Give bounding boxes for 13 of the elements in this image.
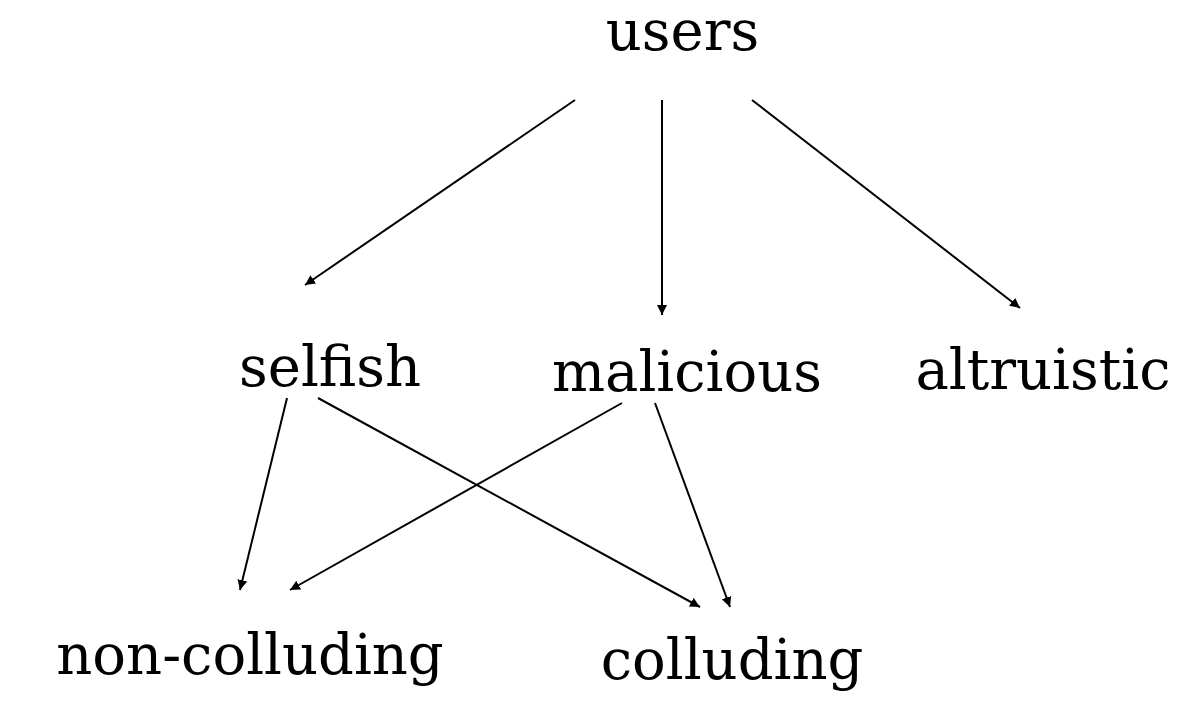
arrow [751, 99, 1021, 309]
arrow [657, 99, 667, 316]
arrow [304, 99, 576, 286]
node-label: selfish [239, 336, 421, 398]
arrow [237, 397, 288, 591]
arrow [289, 402, 623, 591]
node-label: non-colluding [56, 624, 444, 686]
node-label: malicious [551, 341, 823, 403]
node-label: users [605, 0, 760, 62]
arrow [317, 397, 701, 608]
node-label: altruistic [915, 339, 1171, 401]
node-label: colluding [600, 629, 864, 691]
arrow [654, 402, 732, 608]
